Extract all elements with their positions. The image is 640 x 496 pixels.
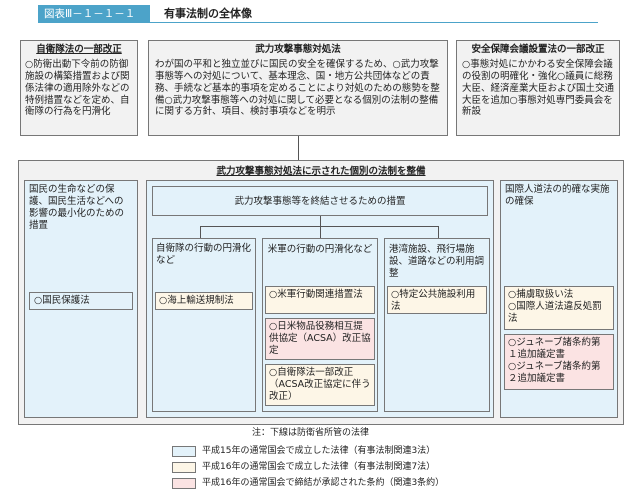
diagram-title: 有事法制の全体像 bbox=[164, 7, 252, 20]
armed-attack-act-title: 武力攻撃事態対処法 bbox=[255, 44, 341, 55]
termination-measures-title: 武力攻撃事態等を終結させるための措置 bbox=[152, 186, 488, 216]
ihl-title: 国際人道法の的確な実施の確保 bbox=[505, 184, 610, 207]
sdf-smooth-title: 自衛隊の行動の円滑化など bbox=[156, 243, 252, 266]
geneva-protocols-box: ○ジュネーブ諸条約第１追加議定書 ○ジュネーブ諸条約第２追加議定書 bbox=[504, 334, 614, 390]
legend-label-2003: 平成15年の通常国会で成立した法律（有事法制関連3法） bbox=[202, 446, 436, 456]
maritime-transport-law: ○海上輸送規制法 bbox=[155, 292, 253, 310]
figure-label: 図表Ⅲ－１－１－１ bbox=[38, 5, 150, 24]
header-rule bbox=[38, 22, 598, 23]
geneva-protocol-2: ○ジュネーブ諸条約第２追加議定書 bbox=[508, 360, 601, 384]
us-smooth-title: 米軍の行動の円滑化など bbox=[267, 244, 373, 255]
security-council-act-box: 安全保障会議設置法の一部改正 ○事態対処にかかわる安全保障会議の役割の明確化・強… bbox=[456, 40, 620, 136]
legend-swatch-2004-laws bbox=[172, 462, 196, 473]
sdf-smooth-border bbox=[152, 238, 256, 412]
us-action-law: ○米軍行動関連措置法 bbox=[265, 286, 375, 314]
port-facilities-title: 港湾施設、飛行場施設、道路などの利用調整 bbox=[389, 244, 485, 279]
legend-swatch-2003 bbox=[172, 446, 196, 457]
citizen-protection-law: ○国民保護法 bbox=[29, 292, 133, 310]
tree-line-right bbox=[438, 226, 439, 238]
legend-label-2004-treaties: 平成16年の通常国会で締結が承認された条約（関連3条約） bbox=[202, 478, 445, 488]
geneva-protocol-1: ○ジュネーブ諸条約第１追加議定書 bbox=[508, 337, 601, 360]
armed-attack-act-box: 武力攻撃事態対処法 わが国の平和と独立並びに国民の安全を確保するため、○武力攻撃… bbox=[148, 40, 448, 136]
ihl-laws-box: ○捕虜取扱い法 ○国際人道法違反処罰法 bbox=[504, 286, 614, 330]
connector-top bbox=[298, 136, 299, 160]
acsa-amendment-agreement: ○日米物品役務相互提供協定（ACSA）改正協定 bbox=[265, 318, 375, 360]
sdf-law-amendment-box: 自衛隊法の一部改正 ○防衛出動下令前の防御施設の構築措置および関係法律の適用除外… bbox=[20, 40, 138, 136]
citizen-protection-title: 国民の生命などの保護、国民生活などへの影響の最小化のための措置 bbox=[29, 184, 125, 231]
legend-swatch-2004-treaties bbox=[172, 478, 196, 489]
armed-attack-act-text: わが国の平和と独立並びに国民の安全を確保するため、○武力攻撃事態等への対処につい… bbox=[155, 58, 440, 118]
pow-treatment-law: ○捕虜取扱い法 bbox=[508, 289, 574, 300]
tree-line-mid bbox=[320, 226, 321, 238]
security-council-act-title: 安全保障会議設置法の一部改正 bbox=[471, 44, 605, 55]
public-facilities-law: ○特定公共施設利用法 bbox=[387, 286, 487, 314]
individual-laws-title: 武力攻撃事態対処法に示された個別の法制を整備 bbox=[216, 166, 426, 177]
legend-label-2004-laws: 平成16年の通常国会で成立した法律（有事法制関連7法） bbox=[202, 462, 436, 472]
tree-line-stem bbox=[320, 216, 321, 226]
sdf-law-amendment-title: 自衛隊法の一部改正 bbox=[36, 44, 122, 55]
sdf-smooth-column: 自衛隊の行動の円滑化など bbox=[152, 238, 256, 412]
port-facilities-column: 港湾施設、飛行場施設、道路などの利用調整 bbox=[384, 238, 490, 412]
tree-line-left bbox=[200, 226, 201, 238]
security-council-act-text: ○事態対処にかかわる安全保障会議の役割の明確化・強化○議員に総務大臣、経済産業大… bbox=[462, 58, 615, 118]
sdf-law-amendment-text: ○防衛出動下令前の防御施設の構築措置および関係法律の適用除外などの特例措置などを… bbox=[25, 58, 130, 118]
ihl-violation-law: ○国際人道法違反処罰法 bbox=[508, 300, 602, 324]
sdf-law-acsa-amendment: ○自衛隊法一部改正（ACSA改正協定に伴う改正） bbox=[265, 364, 375, 406]
legend-note: 注：下線は防衛省所管の法律 bbox=[252, 428, 370, 438]
tree-line-branch bbox=[200, 226, 438, 227]
